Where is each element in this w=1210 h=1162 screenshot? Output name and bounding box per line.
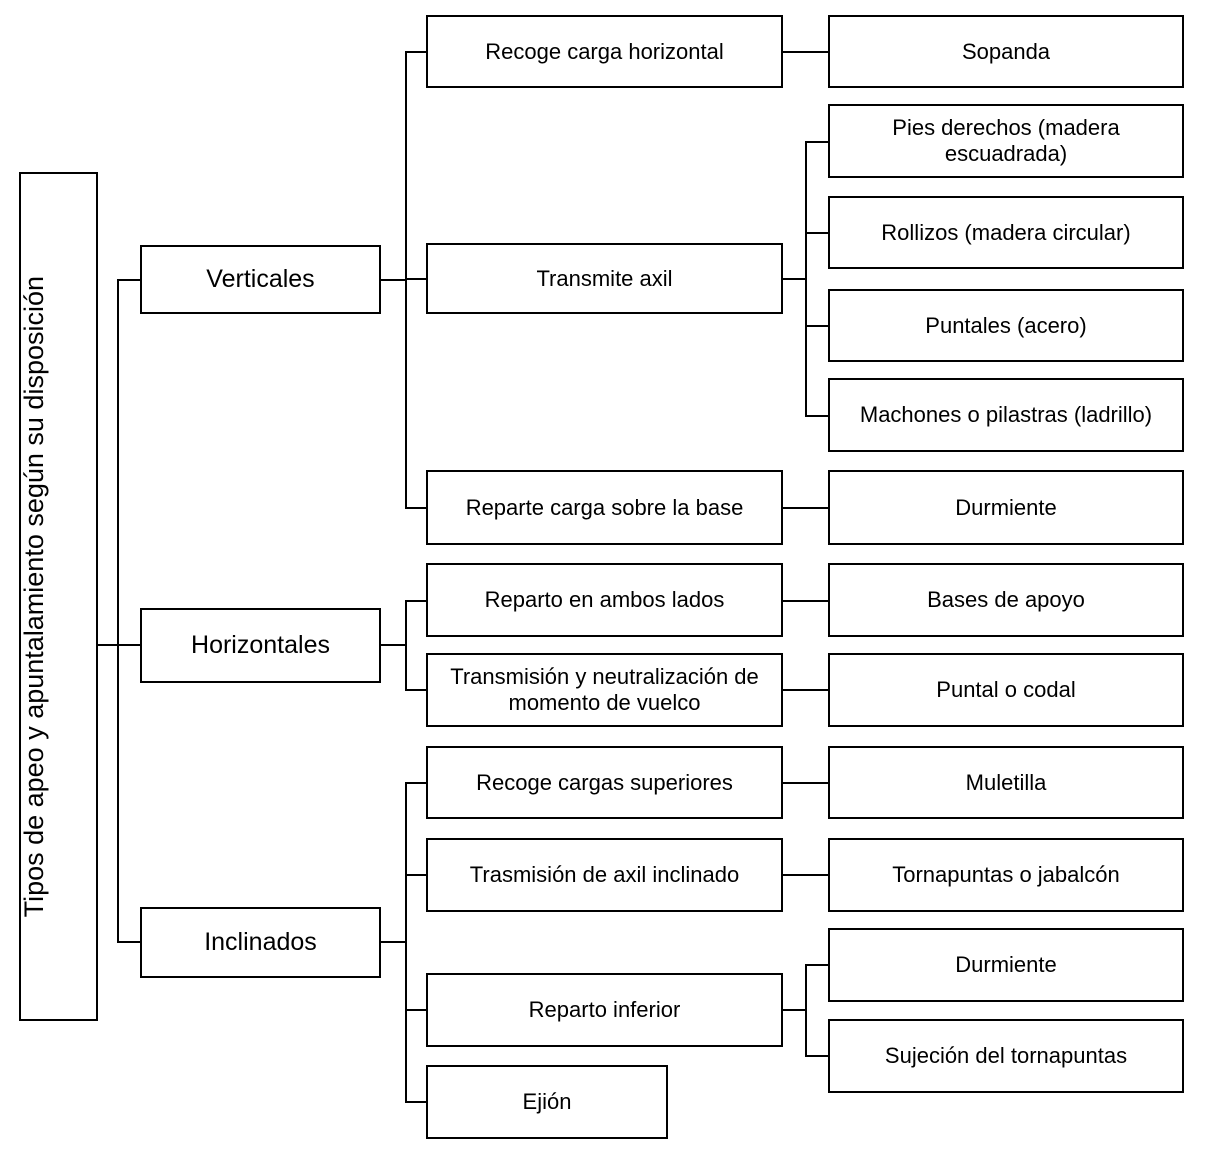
function-node-recoge-carga-horizontal[interactable]: Recoge carga horizontal: [426, 15, 783, 88]
element-node-label: Sopanda: [961, 38, 1051, 64]
element-node-muletilla[interactable]: Muletilla: [828, 746, 1184, 819]
connector-reparto-inferior-to-durmiente: [805, 964, 829, 966]
element-node-pies-derechos[interactable]: Pies derechos (madera escuadrada): [828, 104, 1184, 178]
connector-transmite-axil-to-machones: [805, 415, 829, 417]
element-node-bases-de-apoyo[interactable]: Bases de apoyo: [828, 563, 1184, 637]
element-node-puntal-o-codal[interactable]: Puntal o codal: [828, 653, 1184, 727]
connector-root-stub: [98, 644, 118, 646]
function-node-transmite-axil[interactable]: Transmite axil: [426, 243, 783, 314]
root-node-tipos-de-apeo[interactable]: Tipos de apeo y apuntalamiento según su …: [19, 172, 98, 1021]
element-node-label: Puntal o codal: [936, 677, 1076, 703]
connector-root-to-inclinados: [117, 941, 141, 943]
function-node-label: Recoge cargas superiores: [476, 769, 733, 795]
function-node-label: Reparto inferior: [528, 997, 681, 1023]
element-node-durmiente-verticales[interactable]: Durmiente: [828, 470, 1184, 545]
element-node-sujecion-del-tornapuntas[interactable]: Sujeción del tornapuntas: [828, 1019, 1184, 1093]
connector-trasmision-axil-incl-to-tornapuntas: [783, 874, 829, 876]
element-node-durmiente-inclinados[interactable]: Durmiente: [828, 928, 1184, 1002]
element-node-rollizos[interactable]: Rollizos (madera circular): [828, 196, 1184, 269]
connector-transmite-axil-trunk: [805, 141, 807, 416]
function-node-label: Trasmisión de axil inclinado: [469, 862, 740, 888]
connector-root-trunk: [117, 279, 119, 942]
function-node-reparto-inferior[interactable]: Reparto inferior: [426, 973, 783, 1047]
branch-node-inclinados[interactable]: Inclinados: [140, 907, 381, 978]
connector-transmite-axil-to-pies-derechos: [805, 141, 829, 143]
element-node-label: Durmiente: [955, 494, 1057, 520]
connector-inclinados-to-trasmision-axil-incl: [405, 874, 427, 876]
function-node-reparto-en-ambos-lados[interactable]: Reparto en ambos lados: [426, 563, 783, 637]
connector-transmite-axil-to-rollizos: [805, 232, 829, 234]
branch-node-horizontales[interactable]: Horizontales: [140, 608, 381, 683]
element-node-label: Muletilla: [965, 769, 1047, 795]
element-node-tornapuntas-o-jabalcon[interactable]: Tornapuntas o jabalcón: [828, 838, 1184, 912]
connector-inclinados-to-ejion: [405, 1101, 427, 1103]
connector-inclinados-to-reparto-inferior: [405, 1009, 427, 1011]
function-node-ejion[interactable]: Ejión: [426, 1065, 668, 1139]
connector-reparto-inferior-stub: [783, 1009, 807, 1011]
root-node-label: Tipos de apeo y apuntalamiento según su …: [19, 275, 49, 918]
element-node-label: Durmiente: [955, 952, 1057, 978]
branch-node-verticales-label: Verticales: [206, 264, 315, 293]
connector-horizontales-trunk: [405, 600, 407, 691]
connector-verticales-to-recoge-carga-horizontal: [405, 51, 427, 53]
connector-verticales-to-transmite-axil: [405, 278, 427, 280]
function-node-label: Reparto en ambos lados: [484, 587, 725, 613]
element-node-label: Sujeción del tornapuntas: [884, 1043, 1128, 1069]
connector-reparto-ambos-lados-to-bases-apoyo: [783, 600, 829, 602]
function-node-label: Ejión: [522, 1089, 572, 1115]
branch-node-inclinados-label: Inclinados: [204, 927, 317, 956]
function-node-trasmision-de-axil-inclinado[interactable]: Trasmisión de axil inclinado: [426, 838, 783, 912]
connector-recoge-cargas-sup-to-muletilla: [783, 782, 829, 784]
connector-recoge-carga-horizontal-to-sopanda: [783, 51, 829, 53]
connector-transmite-axil-to-puntales: [805, 325, 829, 327]
element-node-label: Bases de apoyo: [927, 587, 1085, 613]
element-node-label: Machones o pilastras (ladrillo): [859, 402, 1153, 428]
function-node-reparte-carga-sobre-la-base[interactable]: Reparte carga sobre la base: [426, 470, 783, 545]
branch-node-verticales[interactable]: Verticales: [140, 245, 381, 314]
element-node-label: Pies derechos (madera escuadrada): [892, 115, 1120, 166]
connector-verticales-to-reparte-carga-base: [405, 507, 427, 509]
function-node-label: Recoge carga horizontal: [485, 38, 724, 64]
function-node-label: Transmisión y neutralización de momento …: [450, 664, 759, 715]
connector-transmite-axil-stub: [783, 278, 807, 280]
connector-inclinados-stub: [381, 941, 406, 943]
element-node-sopanda[interactable]: Sopanda: [828, 15, 1184, 88]
connector-verticales-stub: [381, 279, 406, 281]
connector-horizontales-to-transmision-vuelco: [405, 689, 427, 691]
function-node-label: Reparte carga sobre la base: [465, 494, 744, 520]
element-node-label: Tornapuntas o jabalcón: [892, 862, 1120, 888]
connector-reparto-inferior-to-sujecion-tornapuntas: [805, 1055, 829, 1057]
connector-transmision-vuelco-to-puntal-codal: [783, 689, 829, 691]
function-node-label: Transmite axil: [536, 265, 673, 291]
element-node-machones-o-pilastras[interactable]: Machones o pilastras (ladrillo): [828, 378, 1184, 452]
connector-horizontales-stub: [381, 644, 406, 646]
element-node-label: Puntales (acero): [925, 312, 1087, 338]
connector-root-to-verticales: [117, 279, 141, 281]
element-node-puntales[interactable]: Puntales (acero): [828, 289, 1184, 362]
branch-node-horizontales-label: Horizontales: [191, 630, 330, 659]
connector-horizontales-to-reparto-ambos-lados: [405, 600, 427, 602]
function-node-transmision-y-neutralizacion-de-momento-de-vuelco[interactable]: Transmisión y neutralización de momento …: [426, 653, 783, 727]
element-node-label: Rollizos (madera circular): [881, 219, 1131, 245]
connector-reparto-inferior-trunk: [805, 964, 807, 1056]
connector-inclinados-to-recoge-cargas-sup: [405, 782, 427, 784]
connector-inclinados-trunk: [405, 782, 407, 1102]
connector-root-to-horizontales: [117, 644, 141, 646]
connector-reparte-carga-base-to-durmiente: [783, 507, 829, 509]
function-node-recoge-cargas-superiores[interactable]: Recoge cargas superiores: [426, 746, 783, 819]
